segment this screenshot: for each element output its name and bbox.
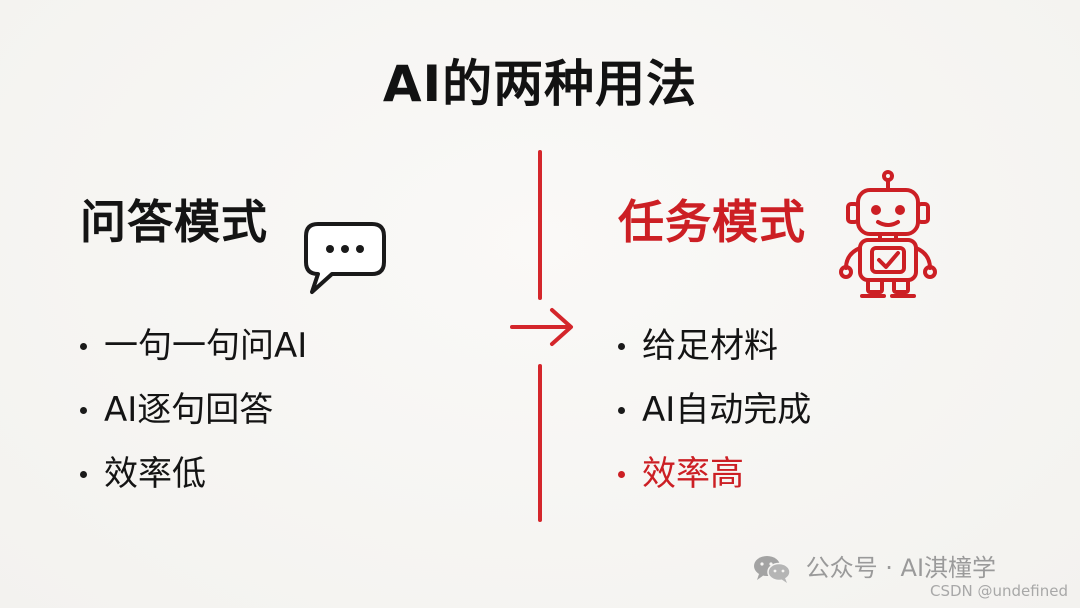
divider-line-top [538, 150, 542, 300]
task-mode-bullet-list: 给足材料 AI自动完成 效率高 [616, 314, 811, 506]
arrow-right-icon [510, 308, 573, 346]
bullet-dot-icon [80, 407, 87, 414]
bullet-text: 效率低 [104, 454, 206, 494]
footer-credit: CSDN @undefined [929, 582, 1068, 600]
bullet-item: 一句一句问AI [78, 314, 307, 378]
qa-mode-bullet-list: 一句一句问AI AI逐句回答 效率低 [78, 314, 307, 506]
bullet-item: 效率低 [78, 442, 307, 506]
wechat-icon [754, 556, 791, 583]
robot-icon [839, 170, 937, 298]
bullet-dot-icon [618, 407, 625, 414]
bullet-item: AI自动完成 [616, 378, 811, 442]
qa-mode-heading: 问答模式 [80, 195, 268, 249]
bullet-text: AI逐句回答 [104, 390, 274, 430]
chat-bubble-icon [304, 222, 386, 294]
watermark: 公众号 · AI淇橦学 [752, 548, 996, 584]
bullet-item: AI逐句回答 [78, 378, 307, 442]
bullet-item-highlighted: 效率高 [616, 442, 811, 506]
bullet-dot-icon [80, 471, 87, 478]
bullet-dot-icon [618, 471, 625, 478]
bullet-text: 一句一句问AI [104, 326, 308, 366]
bullet-dot-icon [618, 343, 625, 350]
bullet-text: 效率高 [642, 454, 744, 494]
slide-title: AI的两种用法 [382, 55, 698, 113]
bullet-item: 给足材料 [616, 314, 811, 378]
watermark-text: 公众号 · AI淇橦学 [805, 554, 997, 582]
divider-line-bottom [538, 364, 542, 522]
bullet-dot-icon [80, 343, 87, 350]
task-mode-heading: 任务模式 [618, 195, 806, 249]
bullet-text: 给足材料 [642, 326, 778, 366]
bullet-text: AI自动完成 [642, 390, 812, 430]
